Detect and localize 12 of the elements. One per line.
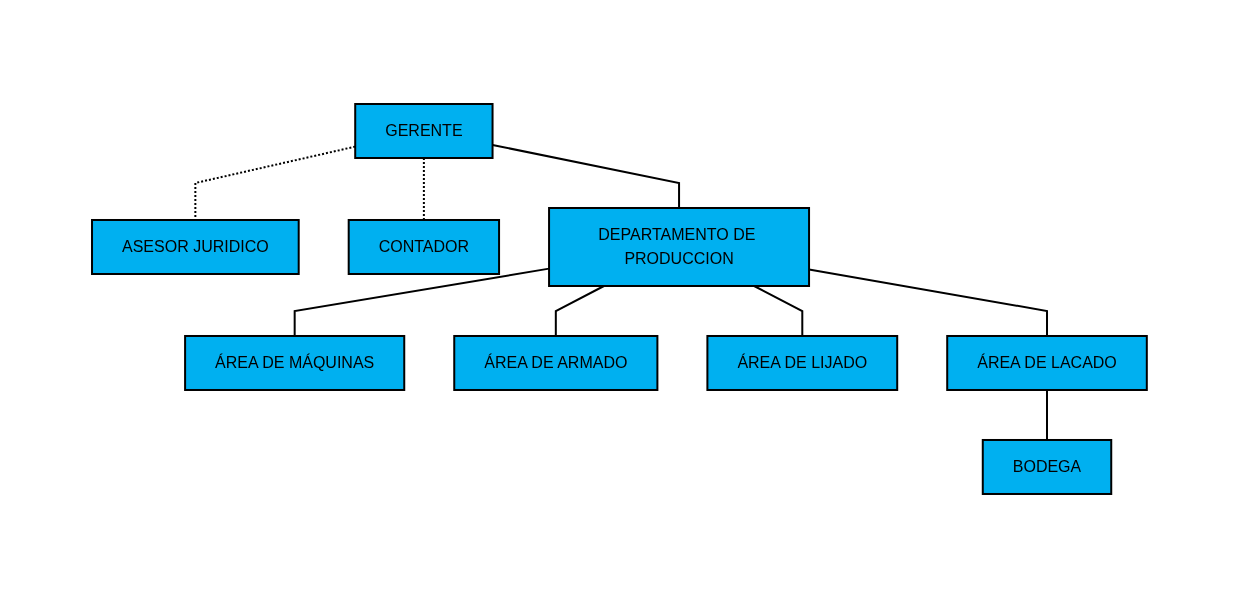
connector [554, 284, 606, 337]
node-box: GERENTE [354, 102, 494, 159]
node-box: ÁREA DE MÁQUINAS [184, 334, 406, 391]
node-box: CONTADOR [347, 218, 501, 275]
node-box: BODEGA [981, 438, 1113, 495]
node-box: ÁREA DE ARMADO [453, 334, 659, 391]
node-box: ASESOR JURIDICO [91, 218, 300, 275]
node-box: ÁREA DE LACADO [946, 334, 1148, 391]
connector [1046, 388, 1049, 441]
node-box: ÁREA DE LIJADO [706, 334, 899, 391]
node-box: DEPARTAMENTO DE PRODUCCION [548, 206, 811, 287]
connector [753, 284, 804, 337]
